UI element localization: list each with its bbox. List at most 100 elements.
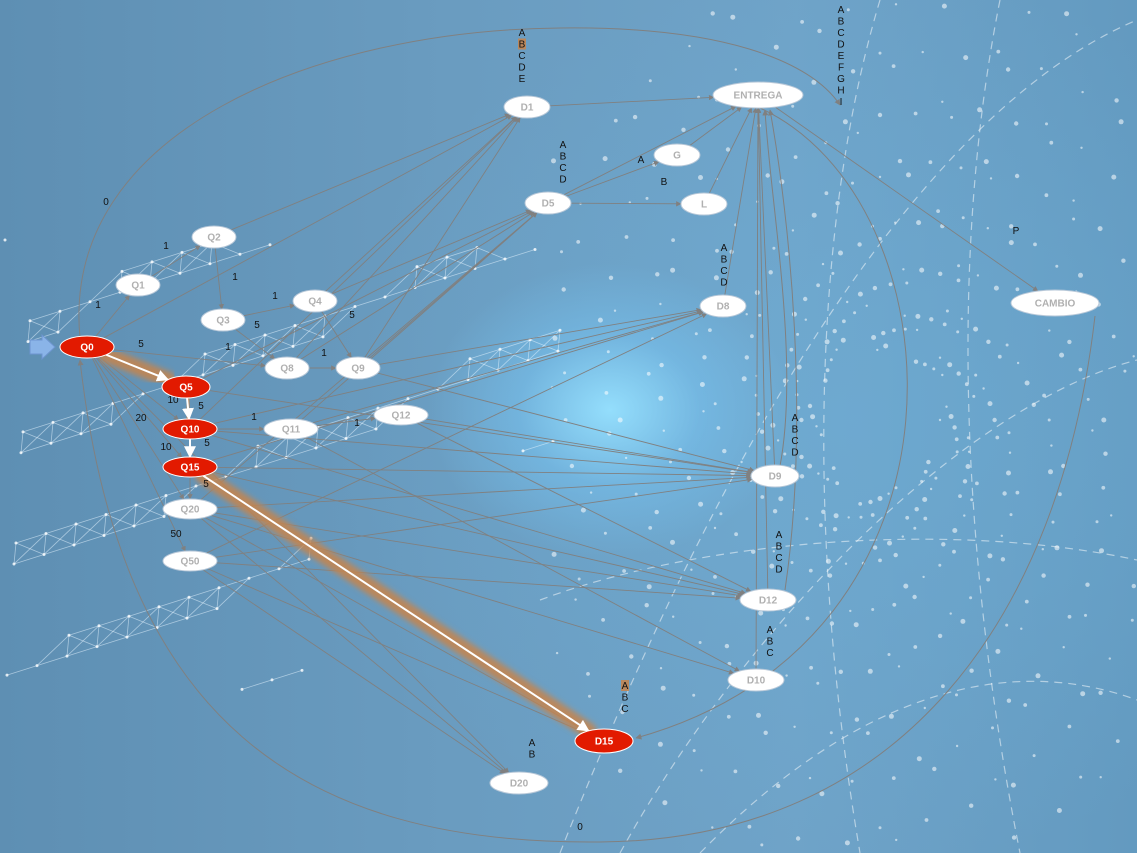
decor-dot (916, 756, 922, 762)
decor-mesh-node (67, 633, 71, 637)
decor-dot (912, 594, 917, 600)
decor-dot (1011, 835, 1017, 840)
decor-mesh-node (178, 271, 182, 275)
decor-mesh-node (81, 411, 85, 415)
decor-mesh-line (179, 242, 213, 274)
decor-dot (923, 516, 928, 521)
decor-dot (796, 364, 802, 370)
node-shape (653, 143, 701, 167)
decor-dot (913, 111, 918, 116)
decor-mesh-line (52, 412, 84, 423)
decor-mesh-node (65, 654, 69, 658)
decor-mesh-line (232, 355, 264, 366)
edge (102, 114, 513, 339)
decor-dot (941, 684, 945, 689)
option-letter: C (559, 163, 566, 174)
decor-dot (883, 343, 889, 349)
decor-dot (759, 429, 765, 434)
decor-dot (1110, 514, 1113, 517)
decor-mesh-line (354, 296, 386, 307)
decor-dot (772, 509, 778, 514)
decor-dot (958, 494, 962, 498)
option-letter: E (519, 74, 526, 85)
edge-label: 10 (167, 395, 179, 406)
decor-mesh-line (43, 533, 47, 555)
node-label: Q9 (351, 364, 365, 375)
decor-mesh-node (42, 552, 46, 556)
decor-dot (751, 549, 756, 554)
decor-dot (817, 28, 822, 34)
decor-mesh-line (133, 516, 165, 527)
decor-dot (793, 155, 798, 160)
decor-mesh-node (238, 252, 242, 256)
edge (199, 116, 518, 421)
node-shape (739, 588, 797, 612)
decor-dot (655, 272, 660, 277)
decor-mesh-node (132, 524, 136, 528)
decor-mesh-line (322, 306, 356, 338)
decor-dot (715, 248, 719, 253)
decor-dot (613, 118, 618, 123)
decor-dot (1044, 193, 1049, 198)
decor-mesh-line (156, 606, 160, 628)
decor-dot (758, 313, 762, 317)
node-shape (162, 418, 218, 440)
decor-mesh-node (28, 319, 32, 323)
decor-mesh-line (292, 315, 326, 347)
decor-mesh-line (45, 523, 77, 534)
decor-dot (1014, 121, 1019, 126)
edge (756, 107, 775, 466)
decor-mesh-line (264, 325, 296, 336)
decor-dot (628, 201, 631, 204)
decor-mesh-node (180, 250, 184, 254)
decor-dot (974, 373, 978, 377)
node-g: G (653, 143, 701, 167)
decor-arc (539, 538, 1137, 601)
decor-dot (569, 463, 575, 469)
option-letter: A (767, 625, 774, 636)
node-label: G (673, 151, 681, 162)
decor-dot (948, 414, 954, 419)
decor-dot (901, 535, 904, 538)
option-letter: D (559, 175, 566, 186)
decor-mesh-line (121, 261, 153, 272)
decor-dot (842, 119, 848, 125)
decor-dot (1084, 613, 1087, 617)
decor-mesh-line (66, 646, 98, 657)
decor-mesh-line (57, 311, 61, 333)
edge (377, 372, 755, 472)
decor-mesh-line (497, 349, 501, 371)
decor-mesh-node (104, 513, 108, 517)
decor-dot (932, 367, 936, 371)
node-label: ENTREGA (734, 91, 783, 102)
decor-dot (810, 414, 816, 420)
node-q20: Q20 (162, 498, 218, 520)
decor-dot (555, 651, 559, 655)
decor-dot (924, 818, 929, 822)
start-indicator (29, 333, 56, 361)
edge-label: 1 (354, 418, 360, 429)
option-letter: C (775, 553, 782, 564)
decor-dot (800, 20, 804, 24)
option-letter: C (621, 704, 628, 715)
decor-dot (878, 175, 882, 179)
decor-dot (1059, 352, 1065, 358)
node-shape (162, 498, 218, 520)
edge-label: 1 (225, 342, 231, 353)
edge (113, 349, 267, 368)
decor-dot (921, 50, 924, 54)
decor-dot (956, 330, 960, 334)
decor-dot (881, 330, 886, 336)
decor-mesh-line (225, 445, 259, 477)
highlight-edge (105, 353, 170, 382)
decor-dot (1014, 173, 1020, 179)
decor-dot (893, 552, 898, 558)
decor-dot (851, 181, 854, 185)
decor-mesh-line (59, 301, 91, 312)
decor-dot (894, 3, 898, 6)
node-shape (161, 375, 211, 399)
decor-dot (962, 479, 968, 484)
decor-dot (1058, 492, 1062, 497)
decor-mesh-line (27, 310, 61, 342)
